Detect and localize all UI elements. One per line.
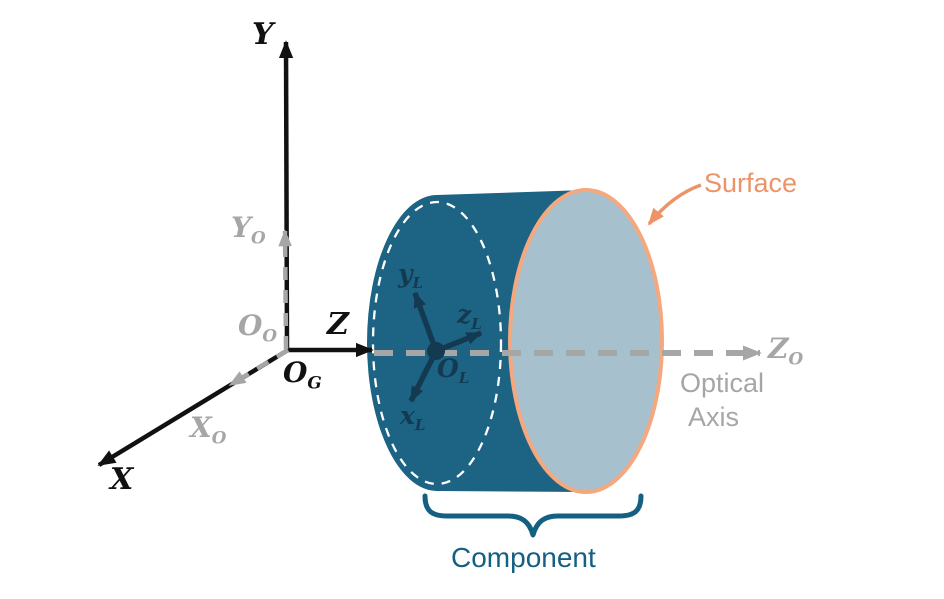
local-axes-group [408, 291, 483, 403]
global-axes-group [97, 40, 374, 467]
local-y-axis-label: yL [398, 259, 424, 292]
optical-y-axis [278, 229, 292, 350]
local-z-axis-label: zL [457, 300, 482, 333]
global-y-axis-label: Y [252, 17, 274, 52]
optical-axis-caption-line2: Axis [688, 402, 740, 432]
surface-arrow [647, 183, 702, 226]
local-origin-label: OL [437, 354, 470, 387]
local-x-axis [408, 349, 439, 403]
global-x-axis [97, 348, 290, 467]
surface-ellipse [508, 188, 664, 494]
optical-z-axis-label: ZO [768, 332, 804, 369]
global-x-axis-label: X [110, 462, 134, 497]
cylinder-group [367, 188, 664, 494]
global-origin-label: OG [283, 356, 322, 393]
optical-y-axis-label: YO [231, 211, 266, 248]
global-y-axis [278, 40, 294, 351]
optical-x-axis [228, 348, 290, 387]
component-label: Component [451, 542, 596, 573]
local-origin-dot [427, 342, 445, 360]
optical-x-axis-label: XO [190, 411, 227, 448]
local-y-axis [412, 291, 439, 352]
local-x-axis-label: xL [400, 401, 426, 434]
optical-origin-label: OO [238, 309, 278, 346]
optical-axis-caption-line1: Optical [680, 368, 765, 398]
component-underbrace [422, 493, 644, 538]
global-z-axis-label: Z [327, 307, 349, 342]
surface-label: Surface [704, 168, 798, 198]
cylinder-front-dashed-ellipse [371, 200, 503, 486]
